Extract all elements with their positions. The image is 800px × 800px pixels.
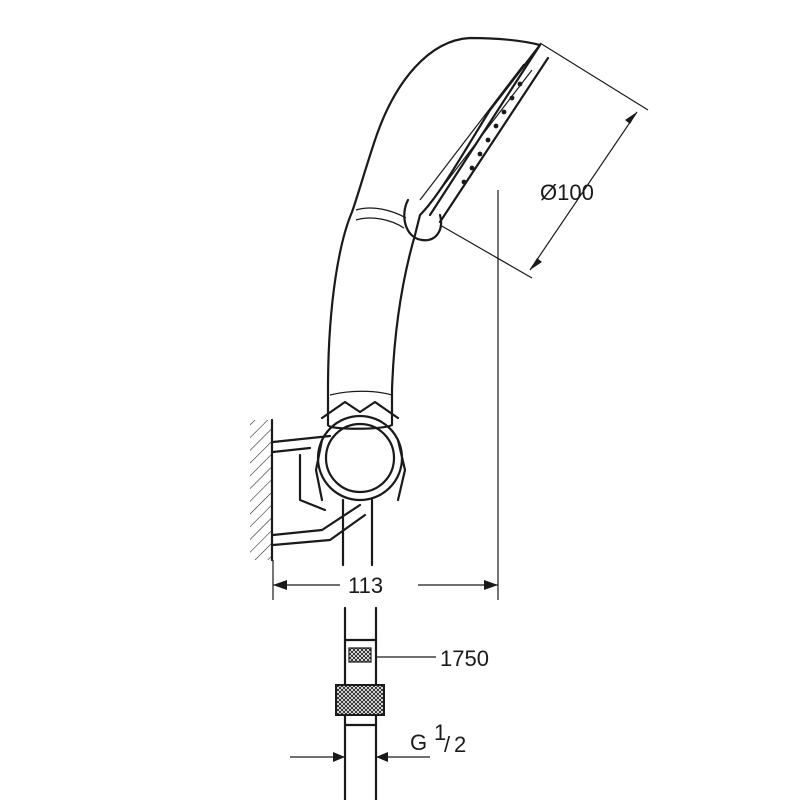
- width-dimension: 113: [272, 190, 499, 600]
- wall-bracket: [271, 434, 367, 547]
- thread-dimension: G 1 / 2: [290, 720, 466, 762]
- hose-nut: [335, 684, 385, 716]
- thread-denominator: 2: [454, 732, 466, 757]
- thread-slash: /: [444, 732, 451, 757]
- diameter-label: Ø100: [540, 180, 594, 205]
- width-label: 113: [348, 573, 383, 598]
- diameter-dimension: Ø100: [439, 42, 649, 279]
- hose-length-dimension: 1750: [376, 646, 489, 671]
- nozzles: [461, 81, 523, 185]
- hose-upper: [341, 498, 374, 567]
- hose-length-label: 1750: [440, 646, 489, 671]
- hand-shower: [314, 36, 550, 502]
- thread-label: G: [410, 730, 427, 755]
- thread-numerator: 1: [434, 720, 446, 745]
- hose-lower: [335, 606, 385, 800]
- wall: [250, 418, 274, 562]
